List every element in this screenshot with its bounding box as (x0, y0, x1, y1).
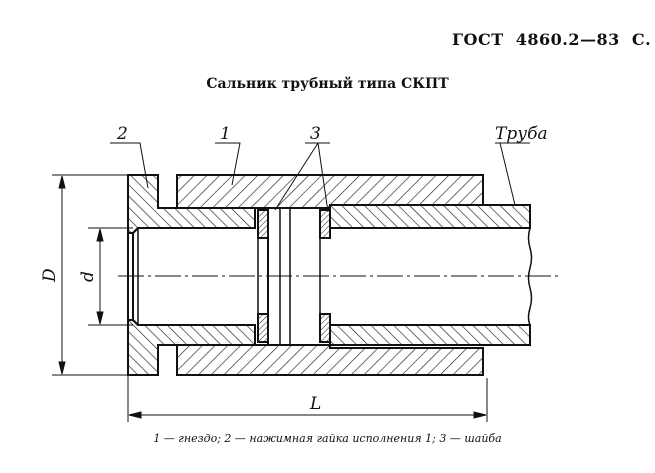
label-part-1: 1 (220, 124, 231, 144)
dim-D-label: D (40, 268, 60, 283)
label-part-2: 2 (116, 124, 128, 144)
pipe (329, 204, 533, 346)
dim-L-label: L (309, 394, 321, 414)
label-pipe: Труба (495, 124, 548, 144)
dim-d-label: d (78, 271, 98, 282)
drawing-title: Сальник трубный типа СКПТ (206, 76, 449, 92)
leader-lines (110, 142, 530, 213)
drawing-caption: 1 — гнездо; 2 — нажимная гайка исполнени… (153, 432, 502, 445)
standard-number: ГОСТ 4860.2—83 С. (452, 30, 652, 49)
pressure-nut (127, 174, 256, 376)
label-part-3: 3 (310, 124, 321, 144)
dimension-lines (52, 174, 488, 422)
